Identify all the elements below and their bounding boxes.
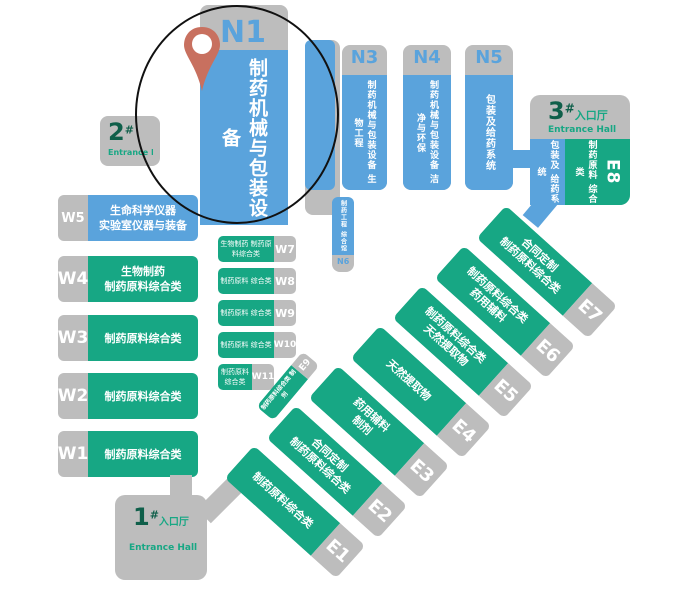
hall-w1-text: 制药原料综合类	[88, 431, 198, 477]
hall-n5-text: 包装及给药系统	[483, 94, 495, 171]
hall-w3-label: W3	[58, 315, 88, 361]
entrance-2-en: Entrance Hall	[108, 148, 153, 157]
hall-n6[interactable]: 制药工程 综合馆 N6	[332, 197, 354, 272]
e8-packaging-text: 包装及 给药系统	[535, 139, 559, 205]
entrance-1-cn: 入口厅	[158, 517, 189, 528]
entrance-2-sup: #	[124, 123, 134, 137]
hall-w5-label: W5	[58, 195, 88, 241]
hall-n5-label: N5	[475, 47, 503, 68]
hall-w2-text: 制药原料综合类	[88, 373, 198, 419]
hall-n3[interactable]: N3 制药机械与包装设备 生物工程	[342, 45, 387, 190]
hall-n5[interactable]: N5 包装及给药系统	[465, 45, 513, 190]
hall-w9-label: W9	[274, 300, 296, 326]
hall-w4-text: 生物制药 制药原料综合类	[88, 256, 198, 302]
hall-w8-text: 制药原料 综合类	[218, 268, 274, 294]
hall-w11-label: W11	[252, 364, 274, 390]
hall-w4-label: W4	[58, 256, 88, 302]
hall-n4-label: N4	[413, 47, 441, 68]
entrance-hall-3[interactable]: 3#入口厅 Entrance Hall 包装及 给药系统 制药原料 综合类 E8	[530, 95, 630, 205]
hall-e8-text: 制药原料 综合类	[573, 139, 597, 205]
hall-n4-text: 制药机械与包装设备 洁净与环保	[415, 80, 438, 185]
hall-w2-label: W2	[58, 373, 88, 419]
hall-w11-text: 制药原料 综合类	[218, 364, 252, 390]
entrance-hall-1[interactable]: 1#入口厅 Entrance Hall	[115, 495, 207, 580]
magnifier-circle	[135, 5, 339, 224]
hall-w7-text: 生物制药 制药原料综合类	[218, 236, 274, 262]
hall-w8-label: W8	[274, 268, 296, 294]
hall-n3-label: N3	[350, 47, 379, 68]
hall-w10-label: W10	[274, 332, 296, 358]
entrance-3-sup: #	[564, 101, 575, 116]
hall-w9-text: 制药原料 综合类	[218, 300, 274, 326]
entrance-3-cn: 入口厅	[574, 109, 608, 122]
entrance-3-en: Entrance Hall	[548, 125, 617, 135]
entrance-1-number: 1	[133, 503, 150, 531]
entrance-2-number: 2	[108, 118, 125, 146]
entrance-3-number: 3	[548, 97, 565, 125]
hall-e8-packaging[interactable]: 包装及 给药系统	[530, 139, 565, 205]
connector-e8	[513, 150, 533, 168]
hall-n3-text: 制药机械与包装设备 生物工程	[352, 80, 376, 185]
hall-w10-text: 制药原料 综合类	[218, 332, 274, 358]
hall-w1-label: W1	[58, 431, 88, 477]
hall-n6-text: 制药工程 综合馆	[339, 199, 347, 253]
hall-e8-label: E8	[602, 159, 623, 185]
hall-w3-text: 制药原料综合类	[88, 315, 198, 361]
entrance-1-sup: #	[149, 508, 159, 522]
hall-n6-label: N6	[337, 257, 350, 266]
entrance-1-en: Entrance Hall	[129, 543, 198, 553]
hall-e8[interactable]: 制药原料 综合类 E8	[565, 139, 630, 205]
location-pin-icon	[184, 27, 220, 91]
hall-n4[interactable]: N4 制药机械与包装设备 洁净与环保	[403, 45, 451, 190]
hall-w7-label: W7	[274, 236, 296, 262]
